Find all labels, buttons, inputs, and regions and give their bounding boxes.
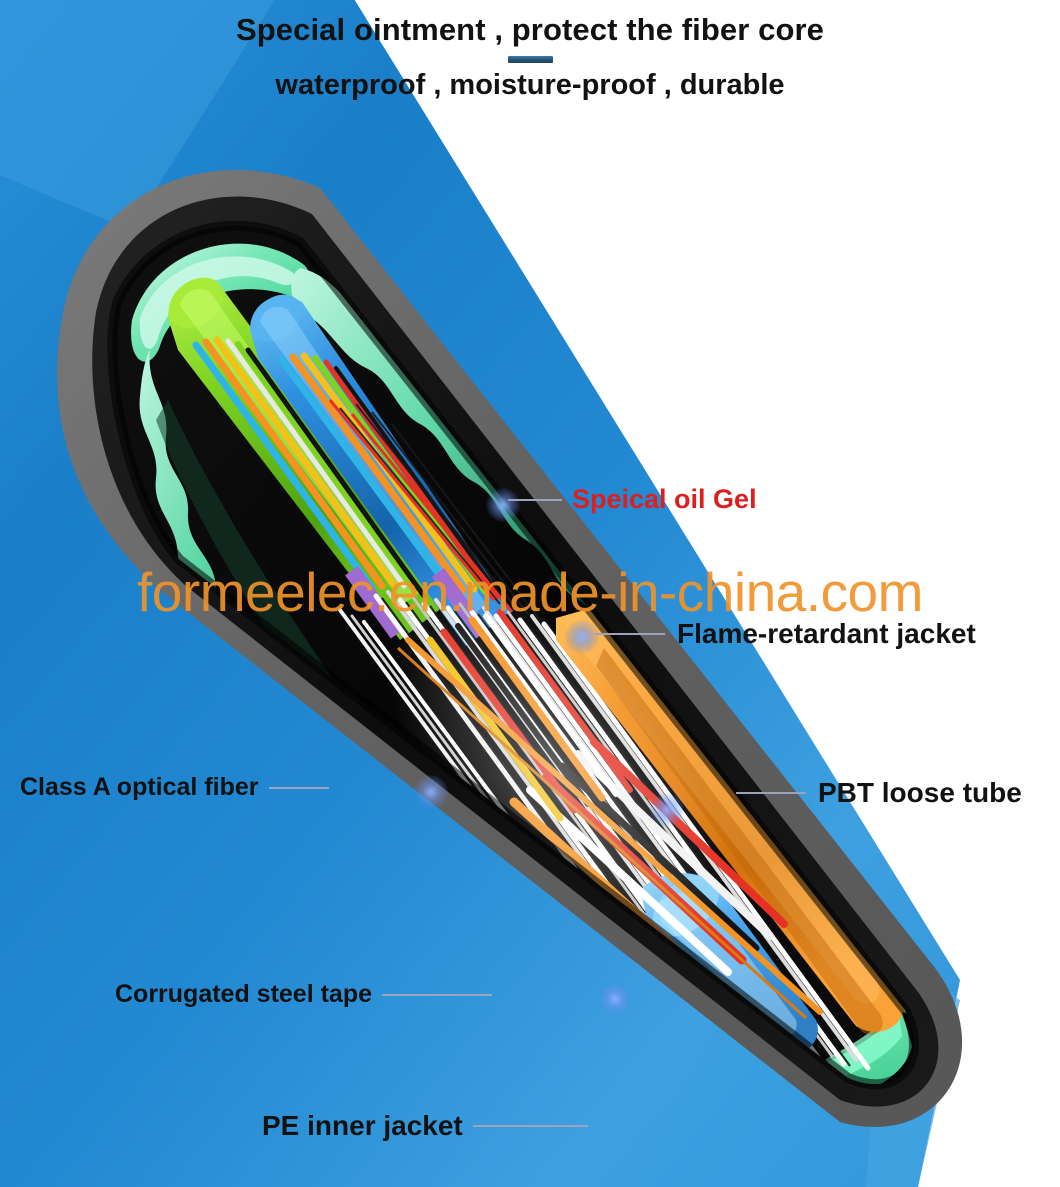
optical-fibers-thin-fan-red — [328, 399, 514, 613]
callout-label-pe-inner-jacket: PE inner jacket — [262, 1110, 463, 1141]
callout-label-oil-gel: Speical oil Gel — [572, 484, 757, 514]
callout-label-class-a-fiber: Class A optical fiber — [20, 773, 259, 801]
fiber-ferrule-green — [345, 566, 404, 639]
leader-line-corrugated-steel-tape — [382, 993, 493, 996]
oil-gel-sheen — [389, 584, 731, 976]
leader-line-pbt-loose-tube — [736, 792, 806, 794]
callout-label-pbt-loose-tube: PBT loose tube — [818, 777, 1022, 808]
leader-line-oil-gel — [508, 498, 562, 501]
callout-label-flame-retardant: Flame-retardant jacket — [677, 618, 976, 649]
leader-line-pe-inner-jacket — [472, 1125, 588, 1127]
leader-line-flame-retardant — [595, 633, 665, 635]
callout-class-a-fiber: Class A optical fiber — [20, 775, 329, 800]
callout-corrugated-steel-tape: Corrugated steel tape — [115, 980, 493, 1008]
leader-line-class-a-fiber — [268, 786, 329, 789]
cavity-inner-shadow — [107, 220, 919, 1089]
callout-pbt-loose-tube: PBT loose tube — [736, 779, 1022, 807]
callout-oil-gel: Speical oil Gel — [508, 486, 757, 513]
corrugated-steel-tape-right-strip — [291, 268, 906, 1014]
optical-fibers-green-tube-group — [192, 336, 427, 599]
callout-pe-inner-jacket: PE inner jacket — [262, 1112, 588, 1140]
corrugated-steel-tape-cap-highlight — [139, 256, 296, 349]
optical-fibers-thin-fan — [339, 403, 541, 621]
callout-flame-retardant: Flame-retardant jacket — [595, 620, 976, 648]
outer-jacket-highlight — [0, 0, 275, 230]
callout-label-corrugated-steel-tape: Corrugated steel tape — [115, 980, 373, 1008]
